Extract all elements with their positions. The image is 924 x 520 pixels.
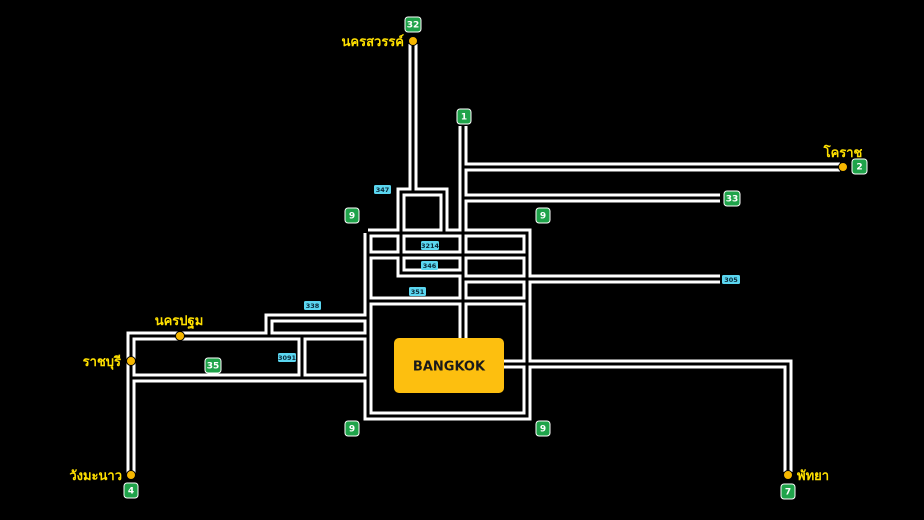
highway-shield-9-se: 9	[535, 420, 551, 437]
city-label-ratchaburi: ราชบุรี	[83, 354, 121, 370]
city-label-nakhon-sawan: นครสวรรค์	[342, 34, 404, 50]
city-label-pattaya: พัทยา	[797, 469, 829, 484]
city-nakhon-sawan[interactable]: นครสวรรค์	[342, 34, 418, 50]
road-338-inner	[267, 316, 368, 336]
city-ratchaburi[interactable]: ราชบุรี	[83, 354, 136, 370]
city-label-korat: โคราช	[823, 144, 863, 161]
city-nakhon-pathom[interactable]: นครปฐม	[155, 314, 204, 341]
road-4-west-inner	[129, 334, 368, 473]
local-shield-3214: 3214	[421, 241, 440, 250]
road-network-inner	[129, 44, 840, 473]
highway-shield-1: 1	[456, 108, 472, 125]
bangkok-label: BANGKOK	[413, 360, 486, 375]
road-32-north	[408, 44, 449, 233]
highway-shield-9-sw: 9	[344, 420, 360, 437]
highway-shield-2: 2	[851, 158, 868, 175]
svg-text:305: 305	[724, 276, 738, 284]
svg-text:346: 346	[423, 262, 437, 270]
bangkok-center[interactable]: BANGKOK	[394, 338, 504, 393]
highway-shield-9-nw: 9	[344, 207, 360, 224]
local-shield-3091: 3091	[278, 353, 297, 362]
road-7-pattaya-inner	[503, 362, 790, 472]
local-shield-351: 351	[409, 287, 426, 296]
bangkok-box[interactable]	[394, 338, 504, 393]
highway-shield-33: 33	[723, 190, 741, 207]
local-shield-346: 346	[421, 261, 438, 270]
svg-text:3091: 3091	[278, 354, 297, 362]
city-label-nakhon-pathom: นครปฐม	[155, 314, 204, 330]
road-4-west	[126, 331, 368, 473]
highway-shield-4: 4	[123, 482, 139, 499]
road-network	[126, 44, 840, 473]
highway-shield-9-ne: 9	[535, 207, 551, 224]
svg-text:9: 9	[349, 212, 355, 222]
svg-text:1: 1	[461, 113, 467, 123]
svg-text:33: 33	[726, 195, 739, 205]
svg-text:9: 9	[540, 212, 546, 222]
svg-text:32: 32	[407, 21, 420, 31]
local-shield-338: 338	[304, 301, 321, 310]
svg-text:35: 35	[207, 362, 220, 372]
city-label-wang-manao: วังมะนาว	[69, 469, 122, 484]
highway-shields: 32 1 2 33 9 9	[123, 16, 868, 500]
highway-shield-32: 32	[404, 16, 422, 33]
svg-text:338: 338	[306, 302, 320, 310]
local-shield-347: 347	[374, 185, 391, 194]
city-markers: นครสวรรค์ โคราช นครปฐม ราชบุรี วังมะนาว …	[69, 34, 862, 484]
city-dot-nakhon-pathom[interactable]	[175, 331, 185, 341]
highway-shield-7: 7	[780, 483, 796, 500]
svg-text:3214: 3214	[421, 242, 440, 250]
svg-text:7: 7	[785, 488, 791, 498]
local-shield-305: 305	[722, 275, 740, 284]
city-dot-wang-manao[interactable]	[126, 470, 136, 480]
road-7-pattaya	[503, 359, 793, 472]
city-pattaya[interactable]: พัทยา	[783, 469, 830, 484]
city-dot-nakhon-sawan[interactable]	[408, 36, 418, 46]
city-dot-korat[interactable]	[838, 162, 848, 172]
svg-text:2: 2	[856, 163, 862, 173]
local-route-shields: 347 3214 346 305 351 338	[278, 185, 740, 362]
svg-text:9: 9	[349, 425, 355, 435]
svg-text:4: 4	[128, 487, 134, 497]
city-wang-manao[interactable]: วังมะนาว	[69, 469, 136, 484]
svg-text:351: 351	[411, 288, 425, 296]
svg-text:347: 347	[376, 186, 390, 194]
road-32-north-inner	[411, 44, 446, 233]
city-dot-pattaya[interactable]	[783, 470, 793, 480]
city-dot-ratchaburi[interactable]	[126, 356, 136, 366]
city-korat[interactable]: โคราช	[823, 144, 863, 172]
svg-text:9: 9	[540, 425, 546, 435]
ring-road-9-inner	[366, 231, 529, 418]
highway-shield-35: 35	[204, 357, 222, 374]
